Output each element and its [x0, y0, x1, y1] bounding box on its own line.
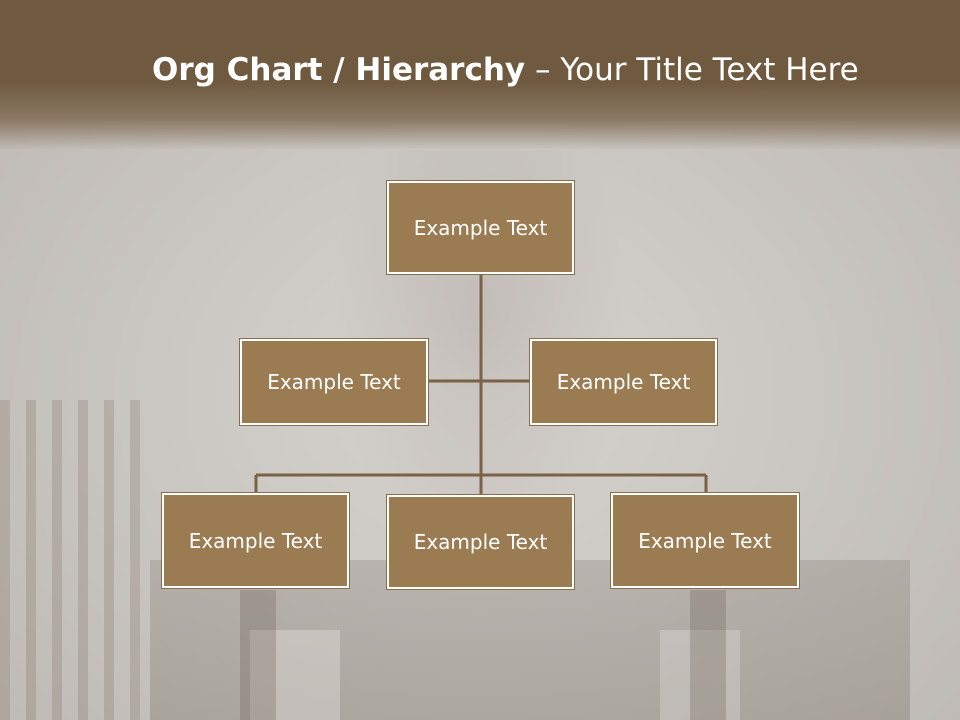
- background-table-leg: [690, 590, 726, 720]
- slide-title: Org Chart / Hierarchy – Your Title Text …: [152, 52, 859, 88]
- org-node-level3-left[interactable]: Example Text: [161, 492, 350, 589]
- background-window-right: [660, 630, 740, 720]
- background-window-left: [250, 630, 340, 720]
- org-node-level3-center[interactable]: Example Text: [386, 494, 575, 590]
- org-node-root[interactable]: Example Text: [386, 180, 575, 275]
- background-table-leg: [240, 590, 276, 720]
- title-band: [0, 0, 960, 150]
- title-rest: – Your Title Text Here: [525, 52, 859, 88]
- title-bold: Org Chart / Hierarchy: [152, 52, 526, 88]
- background-railing: [0, 400, 150, 720]
- org-node-level2-right[interactable]: Example Text: [529, 338, 718, 426]
- org-node-level2-left[interactable]: Example Text: [239, 338, 429, 426]
- org-node-level3-right[interactable]: Example Text: [610, 492, 800, 589]
